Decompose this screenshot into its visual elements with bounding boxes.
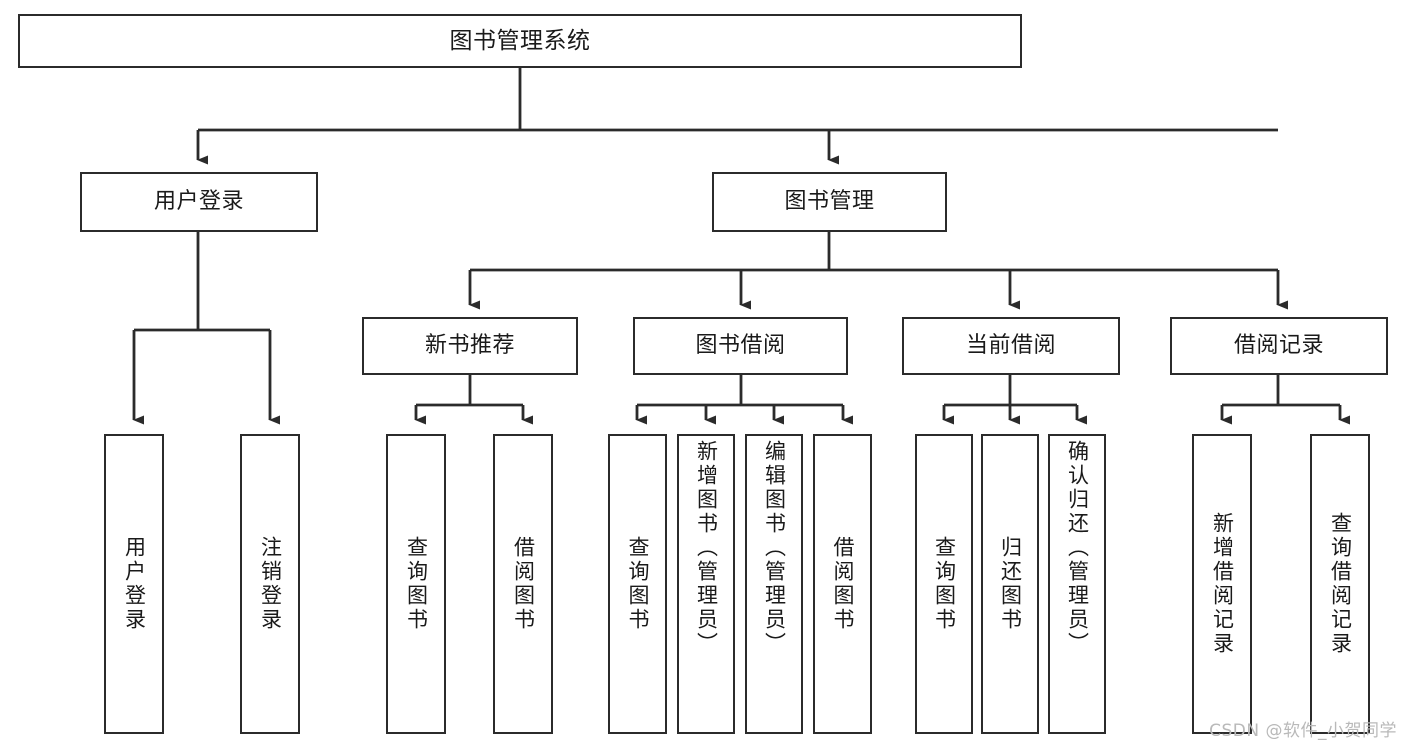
node-book-borrow[interactable]: 图书借阅 <box>633 317 848 375</box>
leaf-user-login-logout[interactable]: 注销登录 <box>240 434 300 734</box>
node-borrow-record[interactable]: 借阅记录 <box>1170 317 1388 375</box>
node-label: 借阅记录 <box>1233 333 1324 359</box>
leaf-record-add-record[interactable]: 新增借阅记录 <box>1192 434 1252 734</box>
node-label: 查询图书 <box>404 536 429 632</box>
node-label: 新书推荐 <box>424 333 515 359</box>
node-label: 编辑图书（管理员） <box>762 440 787 656</box>
node-current-borrow[interactable]: 当前借阅 <box>902 317 1120 375</box>
leaf-current-confirm-return-admin[interactable]: 确认归还（管理员） <box>1048 434 1106 734</box>
node-label: 确认归还（管理员） <box>1065 440 1090 656</box>
node-label: 用户登录 <box>153 189 244 215</box>
node-book-management[interactable]: 图书管理 <box>712 172 947 232</box>
node-label: 查询图书 <box>626 536 650 632</box>
leaf-user-login-login[interactable]: 用户登录 <box>104 434 164 734</box>
leaf-current-query-book[interactable]: 查询图书 <box>915 434 973 734</box>
node-user-login[interactable]: 用户登录 <box>80 172 318 232</box>
node-label: 当前借阅 <box>965 333 1056 359</box>
leaf-record-query-record[interactable]: 查询借阅记录 <box>1310 434 1370 734</box>
node-label: 归还图书 <box>998 536 1023 632</box>
node-label: 新增图书（管理员） <box>694 440 719 656</box>
leaf-borrow-edit-book-admin[interactable]: 编辑图书（管理员） <box>745 434 803 734</box>
leaf-new-book-query-book[interactable]: 查询图书 <box>386 434 446 734</box>
node-label: 查询借阅记录 <box>1328 512 1353 656</box>
csdn-watermark: CSDN @软件_小贺同学 <box>1209 721 1397 741</box>
node-label: 新增借阅记录 <box>1210 512 1235 656</box>
node-new-book-recommend[interactable]: 新书推荐 <box>362 317 578 375</box>
node-book-management-system[interactable]: 图书管理系统 <box>18 14 1022 68</box>
leaf-borrow-add-book-admin[interactable]: 新增图书（管理员） <box>677 434 735 734</box>
node-label: 图书管理系统 <box>449 27 591 54</box>
node-label: 查询图书 <box>932 536 957 632</box>
leaf-new-book-borrow-book[interactable]: 借阅图书 <box>493 434 553 734</box>
node-label: 图书借阅 <box>695 333 786 359</box>
node-label: 用户登录 <box>122 536 147 632</box>
leaf-borrow-borrow-book[interactable]: 借阅图书 <box>813 434 872 734</box>
node-label: 注销登录 <box>258 536 283 632</box>
leaf-current-return-book[interactable]: 归还图书 <box>981 434 1039 734</box>
node-label: 借阅图书 <box>831 536 855 632</box>
leaf-borrow-query-book[interactable]: 查询图书 <box>608 434 667 734</box>
node-label: 图书管理 <box>784 189 875 215</box>
node-label: 借阅图书 <box>511 536 536 632</box>
